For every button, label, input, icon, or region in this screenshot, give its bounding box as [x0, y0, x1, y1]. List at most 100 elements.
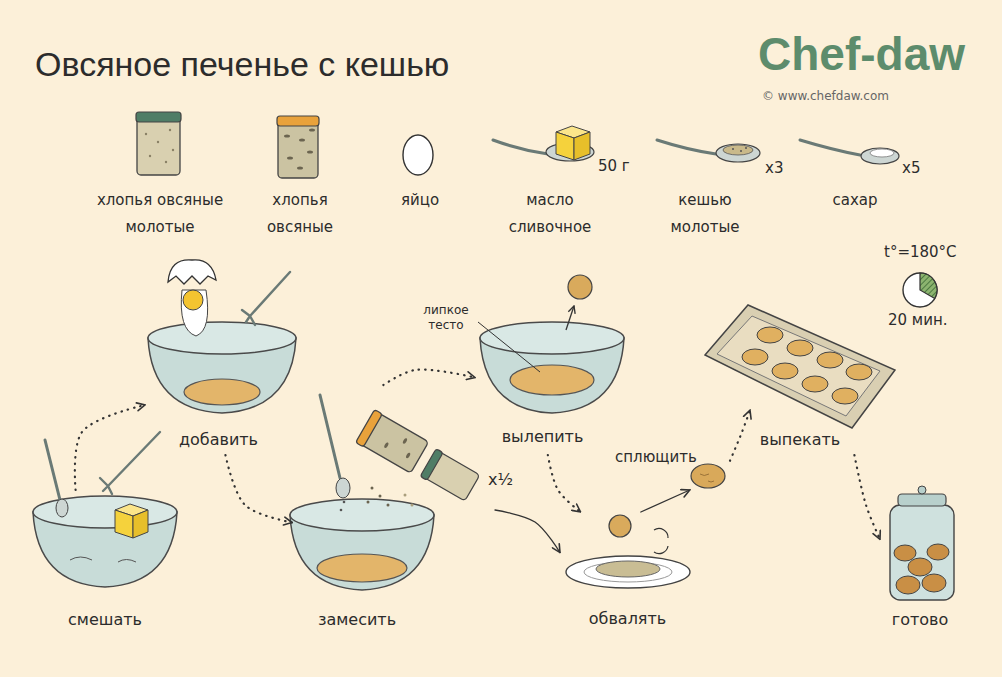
- step-label: обвалять: [560, 606, 695, 632]
- recipe-step: сплющить: [615, 445, 730, 490]
- plate: [584, 562, 672, 582]
- title: Овсяное печенье с кешью: [35, 44, 449, 85]
- ground-oat-jar: [172, 149, 174, 151]
- step-label: сахар: [805, 187, 905, 214]
- baking-tray: [742, 349, 768, 365]
- timer-pie: [903, 273, 937, 307]
- kneading-bowl: [367, 501, 370, 504]
- cashew-spoon: [657, 140, 716, 154]
- plate: [566, 515, 690, 588]
- step-label: масло сливочное: [490, 187, 610, 241]
- kneading-bowl: [383, 442, 389, 449]
- ground-oat-jar: [169, 129, 171, 131]
- step-label: хлопья овсяные: [250, 187, 350, 241]
- cookie-jar: [918, 486, 926, 494]
- kneading-bowl: [404, 494, 407, 497]
- plate: [596, 561, 660, 577]
- baking-tray: [717, 316, 880, 416]
- flow-arrow: [495, 510, 560, 553]
- ingredient: яйцо: [385, 120, 457, 216]
- baking-tray: [757, 327, 783, 343]
- ground-oat-jar: [165, 161, 167, 163]
- baking-tray: [705, 305, 895, 428]
- plate: [654, 546, 668, 554]
- baking-tray: [705, 305, 895, 428]
- mixing-bowl: [56, 499, 68, 517]
- oat-flakes-jar: [277, 116, 319, 126]
- cashew-spoon: [732, 148, 734, 150]
- recipe-step: смешать: [30, 490, 182, 635]
- mixing-bowl: [100, 432, 160, 494]
- baking-tray: [832, 388, 858, 404]
- mixing-bowl: [45, 440, 60, 500]
- timer-pie: [903, 273, 937, 307]
- butter-spoon: [493, 140, 548, 154]
- egg-bowl: [168, 260, 216, 284]
- cashew-spoon: [745, 147, 747, 149]
- cookie-jar: [890, 505, 954, 600]
- oat-flakes-jar: [284, 134, 290, 137]
- sugar-spoon: [800, 140, 899, 164]
- cashew-spoon: [657, 140, 760, 162]
- mixing-bowl: [33, 496, 177, 528]
- cashew-spoon: [716, 144, 760, 162]
- step-label: замесить: [292, 607, 422, 633]
- cookie-jar: [890, 486, 954, 600]
- baking-tray: [772, 363, 798, 379]
- egg-bowl: [148, 322, 296, 354]
- oat-flakes-jar: [299, 138, 305, 141]
- kneading-bowl: [387, 504, 390, 507]
- kneading-bowl: [420, 449, 443, 481]
- recipe-step: вылепить: [475, 300, 630, 455]
- sugar-spoon: [861, 148, 899, 164]
- cookie-jar: [922, 574, 946, 592]
- cookie-jar: [894, 545, 916, 561]
- oat-flakes-jar: [287, 156, 293, 159]
- egg-bowl: [242, 272, 290, 325]
- flow-arrow: [730, 410, 750, 461]
- ground-oat-jar: [157, 141, 159, 143]
- ingredient: хлопья овсяные молотые: [85, 108, 237, 243]
- mixing-bowl: [115, 510, 133, 538]
- sugar-spoon: [870, 149, 894, 157]
- ground-oat-jar: [137, 118, 180, 175]
- butter-spoon: [493, 126, 594, 161]
- ingredient: сахар x5: [795, 108, 930, 243]
- quantity-label: x½: [488, 471, 513, 489]
- egg-bowl: [183, 290, 203, 310]
- kneading-bowl: [420, 449, 480, 502]
- kneading-bowl: [402, 438, 408, 445]
- cookie-jar: [896, 576, 920, 594]
- mixing-bowl: [33, 432, 177, 587]
- step-label: яйцо: [385, 187, 455, 214]
- ingredient: масло сливочное 50 г: [490, 108, 635, 243]
- watermark: © www.chefdaw.com: [762, 90, 889, 104]
- quantity-label: x5: [902, 158, 920, 178]
- step-label: выпекать: [750, 427, 850, 453]
- egg-bowl: [148, 260, 296, 413]
- kneading-bowl: [320, 395, 340, 478]
- recipe-step: обвалять: [560, 512, 697, 635]
- recipe-step: готово: [880, 490, 962, 635]
- kneading-bowl: [290, 395, 480, 590]
- time-label: 20 мин.: [888, 312, 948, 329]
- egg-bowl: [181, 290, 207, 336]
- butter-spoon: [556, 132, 574, 160]
- leader-line: [478, 322, 540, 372]
- cookie-jar: [927, 544, 949, 560]
- baking-tray: [802, 376, 828, 392]
- recipe-step: замесить: [292, 385, 495, 635]
- ground-oat-jar: [136, 112, 181, 122]
- step-label: кешью молотые: [660, 187, 750, 241]
- butter-spoon: [574, 132, 590, 160]
- plate: [609, 515, 631, 537]
- kneading-bowl: [290, 499, 434, 531]
- kneading-bowl: [340, 509, 343, 512]
- mixing-bowl: [133, 510, 148, 538]
- quantity-label: 50 г: [598, 156, 630, 176]
- flow-arrow: [854, 455, 880, 539]
- plate: [654, 528, 668, 538]
- recipe-step: выпекать: [750, 295, 895, 455]
- kneading-bowl: [405, 452, 411, 459]
- egg-bowl: [184, 379, 260, 405]
